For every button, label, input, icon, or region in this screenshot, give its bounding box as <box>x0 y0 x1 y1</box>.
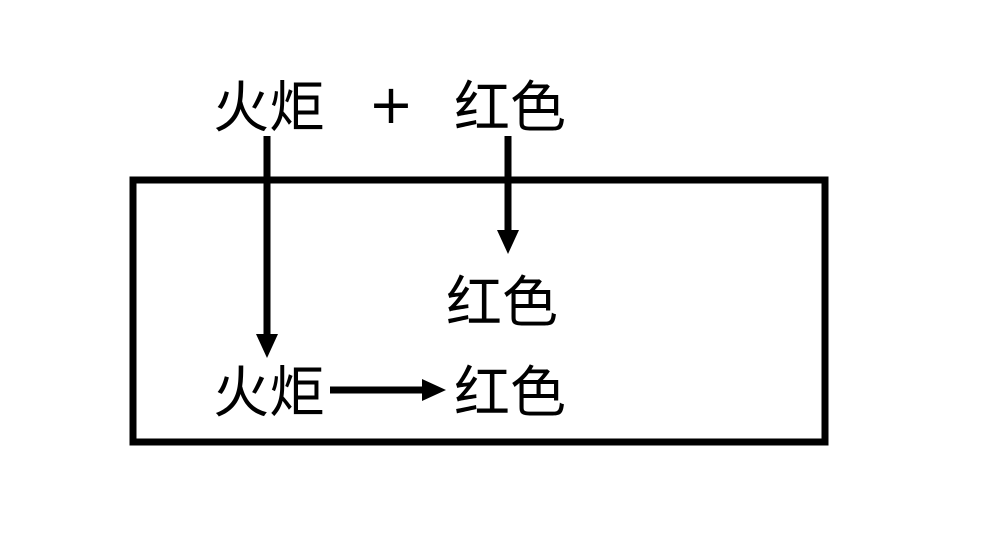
top-right-term: 红色 <box>454 76 566 141</box>
outer-box <box>129 176 829 446</box>
plus-operator: + <box>368 73 413 136</box>
arrow-down-right <box>497 136 519 254</box>
arrow-right <box>330 379 446 401</box>
box-bottom-left-label: 火炬 <box>213 361 325 426</box>
top-left-term: 火炬 <box>213 76 325 141</box>
arrow-down-left <box>256 136 278 358</box>
box-bottom-right-label: 红色 <box>454 361 566 426</box>
box-middle-label: 红色 <box>446 271 558 336</box>
